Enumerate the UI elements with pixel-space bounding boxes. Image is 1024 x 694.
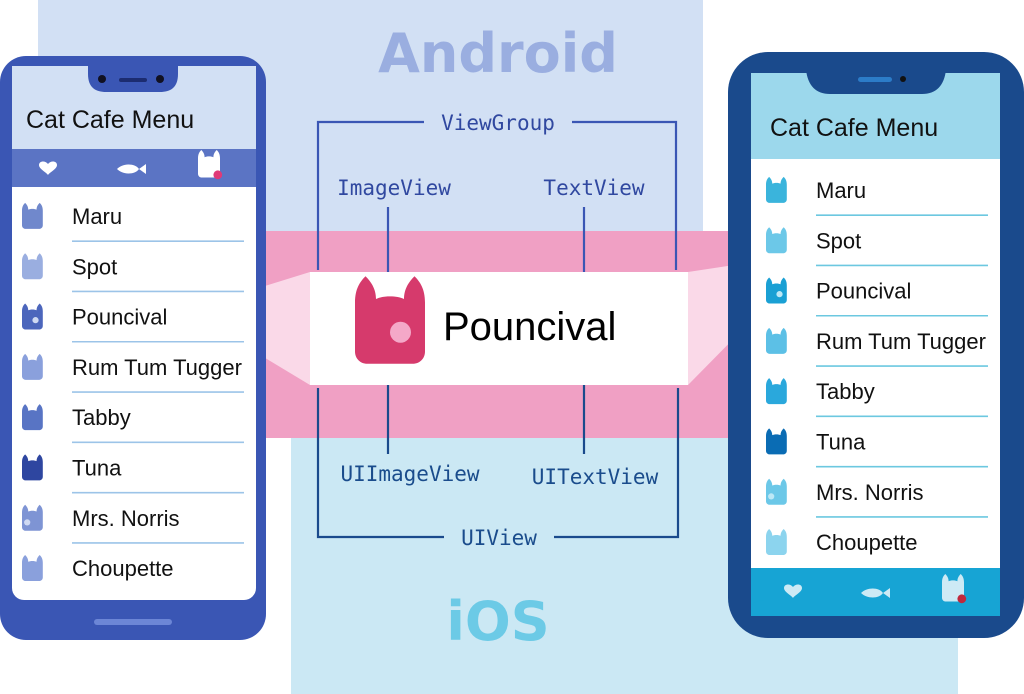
cat-name: Mrs. Norris xyxy=(816,480,924,505)
cat-name: Maru xyxy=(816,178,866,203)
list-item[interactable]: Maru xyxy=(766,176,988,216)
list-item[interactable]: Mrs. Norris xyxy=(766,478,988,518)
cat-head-icon xyxy=(355,276,425,364)
list-item[interactable]: Rum Tum Tugger xyxy=(22,353,244,393)
cat-mrs-norris-icon xyxy=(22,504,43,531)
uiimageview-label: UIImageView xyxy=(340,462,479,486)
cat-name: Tuna xyxy=(72,456,122,481)
cat-name: Pouncival xyxy=(72,305,167,330)
cat-name: Rum Tum Tugger xyxy=(816,329,986,354)
viewgroup-label: ViewGroup xyxy=(441,111,555,135)
android-zoom-wedge xyxy=(252,272,310,385)
android-hierarchy-lines xyxy=(316,120,678,284)
uitextview-label: UITextView xyxy=(532,465,659,489)
cat-name: Tuna xyxy=(816,430,866,455)
uiview-label: UIView xyxy=(461,526,537,550)
cat-name: Spot xyxy=(72,254,117,279)
cat-icon[interactable] xyxy=(198,150,223,180)
list-item[interactable]: Tuna xyxy=(766,428,988,468)
textview-label: TextView xyxy=(543,176,645,200)
list-item[interactable]: Rum Tum Tugger xyxy=(766,327,988,367)
cat-name: Spot xyxy=(816,228,861,253)
cat-pouncival-icon xyxy=(766,277,787,304)
list-item[interactable]: Choupette xyxy=(766,529,918,555)
cat-mrs-norris-icon xyxy=(766,478,787,505)
list-item[interactable]: Spot xyxy=(766,227,988,267)
cat-name: Mrs. Norris xyxy=(72,506,180,531)
cat-icon[interactable] xyxy=(942,574,967,604)
cat-name: Maru xyxy=(72,204,122,229)
cat-name: Rum Tum Tugger xyxy=(72,355,242,380)
cat-name: Pouncival xyxy=(816,279,911,304)
pouncival-cell: Pouncival xyxy=(310,272,688,385)
list-item[interactable]: Spot xyxy=(22,253,244,293)
list-item[interactable]: Pouncival xyxy=(22,303,244,343)
list-item[interactable]: Tuna xyxy=(22,454,244,494)
cat-pouncival-icon xyxy=(22,303,43,330)
cat-name: Tabby xyxy=(72,405,131,430)
pouncival-text: Pouncival xyxy=(443,305,616,349)
list-item[interactable]: Choupette xyxy=(22,555,174,581)
list-item[interactable]: Maru xyxy=(22,202,244,242)
android-app-title: Cat Cafe Menu xyxy=(26,106,194,134)
android-title: Android xyxy=(378,22,618,85)
cat-name: Choupette xyxy=(72,556,174,581)
android-notch xyxy=(88,60,178,92)
cat-name: Choupette xyxy=(816,530,918,555)
list-item[interactable]: Pouncival xyxy=(766,277,988,317)
list-item[interactable]: Tabby xyxy=(766,378,988,418)
ios-app-title: Cat Cafe Menu xyxy=(770,114,938,142)
cat-name: Tabby xyxy=(816,379,875,404)
imageview-label: ImageView xyxy=(337,176,451,200)
ios-title: iOS xyxy=(446,590,549,653)
list-item[interactable]: Mrs. Norris xyxy=(22,504,244,544)
list-item[interactable]: Tabby xyxy=(22,404,244,444)
android-home-bar xyxy=(94,619,172,625)
